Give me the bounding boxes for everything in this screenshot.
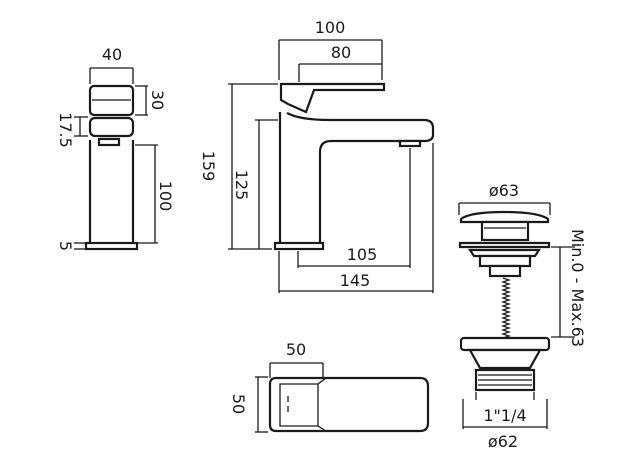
front-view: 100 80 159 125 105 145 <box>199 18 435 293</box>
dim-plan-width: 50 <box>286 340 306 359</box>
dim-side-body-height: 100 <box>156 181 175 212</box>
dim-front-base-width: 145 <box>340 271 371 290</box>
dim-side-width: 40 <box>102 45 122 64</box>
waste-cap <box>459 210 550 224</box>
waste-view: ø63 Min.0 - Max.63 1"1/4 ø62 <box>458 181 587 451</box>
dim-waste-top-diameter: ø63 <box>489 181 519 200</box>
dim-front-handle-width: 80 <box>331 43 351 62</box>
waste-collar <box>488 264 522 278</box>
plan-handle-edge <box>317 377 327 385</box>
waste-body-neck <box>478 254 532 268</box>
plan-view: 50 50 <box>229 340 430 433</box>
front-aerator <box>398 139 422 148</box>
side-view: 40 30 17.5 100 5 <box>56 45 175 251</box>
dim-front-spout-height: 125 <box>232 170 251 201</box>
plan-outline <box>268 376 430 433</box>
waste-body-top <box>467 248 542 258</box>
dim-side-gap: 17.5 <box>56 112 75 148</box>
side-base <box>84 241 139 251</box>
waste-flange <box>458 241 551 249</box>
plan-handle-edge <box>317 425 327 432</box>
dim-front-total-width: 100 <box>315 18 346 37</box>
waste-lower-body <box>468 348 542 370</box>
dim-side-handle-height: 30 <box>148 90 167 110</box>
waste-plug <box>480 220 530 242</box>
side-spout-tip <box>97 137 121 147</box>
dim-waste-bottom-diameter: ø62 <box>488 432 518 451</box>
waste-lower-flange <box>459 336 551 352</box>
front-base <box>273 241 325 251</box>
dim-side-base: 5 <box>56 241 75 251</box>
front-handle <box>279 82 386 114</box>
side-collar <box>88 116 135 138</box>
dim-plan-depth: 50 <box>229 394 248 414</box>
dim-front-reach: 105 <box>347 245 378 264</box>
waste-spring <box>500 277 512 339</box>
front-spout <box>286 112 435 243</box>
dim-waste-thread: 1"1/4 <box>483 406 526 425</box>
dim-waste-adjust: Min.0 - Max.63 <box>568 229 587 347</box>
dim-front-total-height: 159 <box>199 151 218 182</box>
